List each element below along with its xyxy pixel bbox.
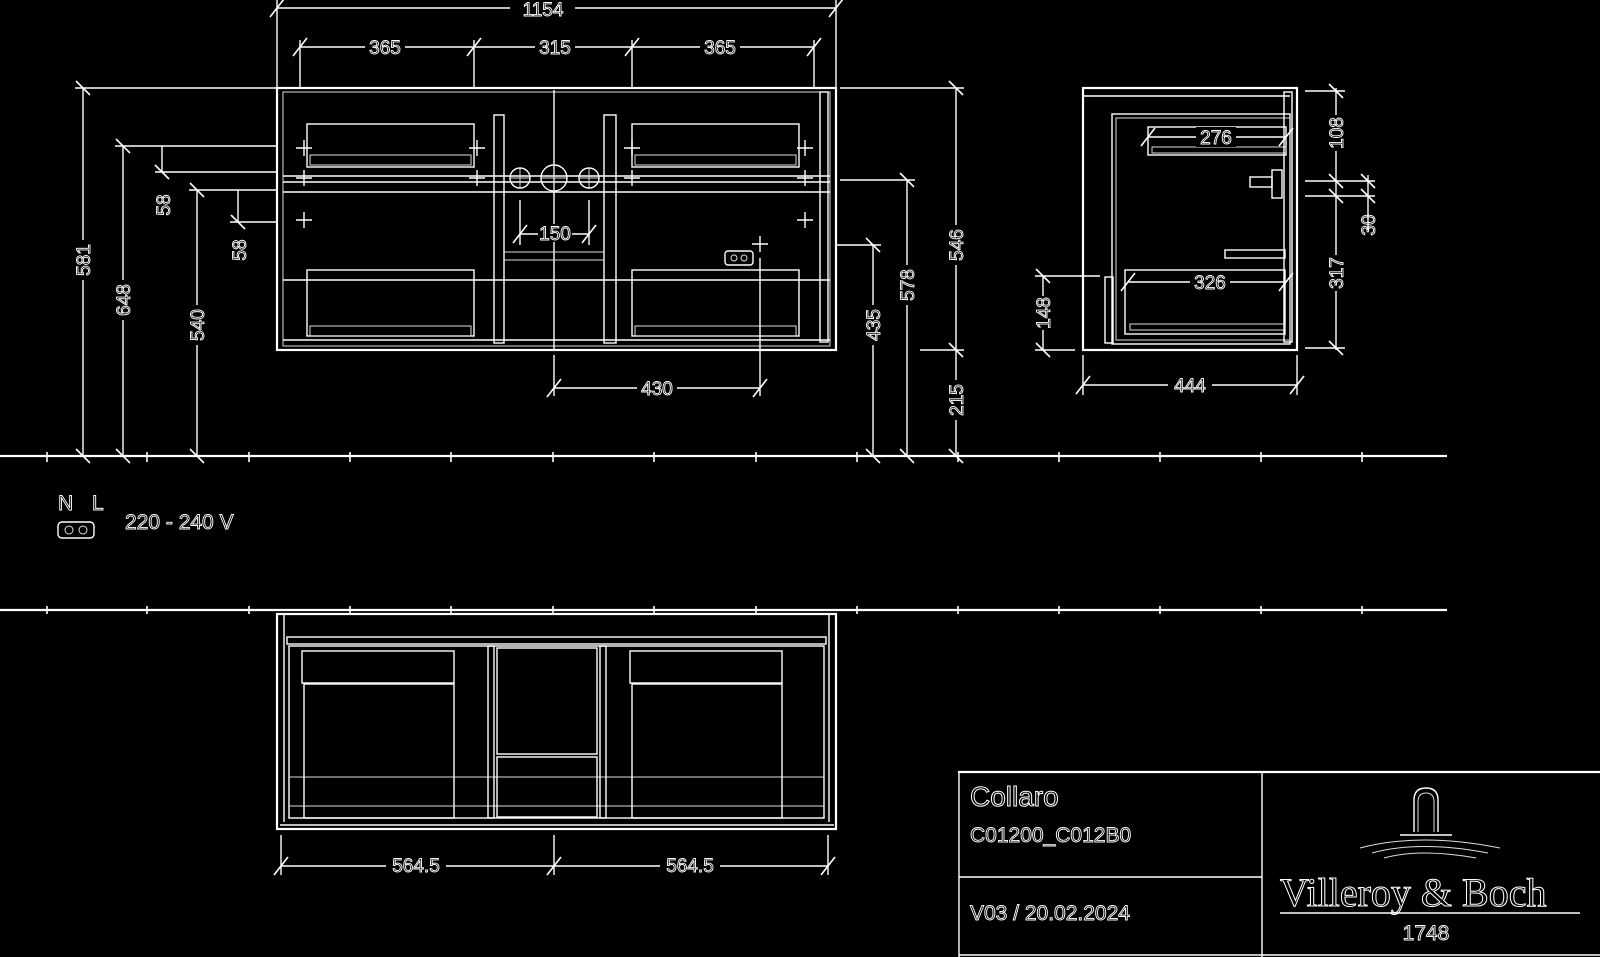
dim-floor-gap: 215 (947, 384, 968, 416)
dim-lower-drawer-depth: 326 (1194, 273, 1226, 294)
side-view (1081, 86, 1299, 352)
dim-height-581: 581 (74, 244, 95, 276)
dim-height-540: 540 (188, 309, 209, 341)
side-dimensions: 276 326 444 148 108 317 30 (1033, 83, 1380, 397)
voltage-label: 220 - 240 V (125, 511, 234, 534)
dim-half-width-left: 564.5 (392, 856, 440, 877)
version-date: V03 / 20.02.2024 (970, 902, 1130, 925)
top-view (275, 612, 838, 831)
brand-logo-icon (1359, 787, 1501, 859)
dim-upper-drawer-depth: 276 (1200, 128, 1232, 149)
dim-segment-left: 365 (369, 38, 401, 59)
socket-icon (57, 521, 95, 539)
dim-half-width-right: 564.5 (666, 856, 714, 877)
product-name: Collaro (970, 781, 1059, 812)
dim-segment-right: 365 (704, 38, 736, 59)
top-dimensions: 564.5 564.5 (273, 835, 836, 877)
front-dimensions: 1154 365 315 365 581 648 540 58 58 (73, 0, 968, 464)
dim-left-height: 148 (1034, 297, 1055, 329)
dim-depth: 444 (1174, 376, 1206, 397)
dim-height-648: 648 (114, 284, 135, 316)
dim-pipe-spacing: 150 (539, 224, 571, 245)
dim-segment-center: 315 (539, 38, 571, 59)
brand-name: Villeroy & Boch (1280, 870, 1546, 915)
socket-icon (724, 250, 754, 266)
neutral-label: N (58, 492, 73, 515)
dim-height-578: 578 (898, 269, 919, 301)
front-view (275, 86, 838, 352)
wall-line-lower (0, 606, 1447, 614)
dim-offset-58-b: 58 (230, 239, 251, 260)
dim-overall-width: 1154 (523, 0, 564, 21)
title-block: Collaro C01200_C012B0 V03 / 20.02.2024 V… (958, 770, 1600, 957)
mounting-marks (296, 140, 813, 252)
dim-socket-offset: 430 (641, 379, 673, 400)
dim-top-offset: 108 (1327, 117, 1348, 149)
dim-lower-height: 317 (1327, 257, 1348, 289)
brand-year: 1748 (1403, 922, 1450, 945)
electrical-spec: N L 220 - 240 V (57, 492, 234, 539)
dim-height-546: 546 (947, 229, 968, 261)
product-codes: C01200_C012B0 (970, 824, 1131, 847)
dim-height-435: 435 (864, 309, 885, 341)
floor-line-upper (0, 452, 1447, 462)
dim-offset-58-a: 58 (154, 194, 175, 215)
pipe-connections (509, 164, 600, 192)
live-label: L (92, 492, 104, 515)
dim-handle-height: 30 (1359, 214, 1380, 235)
